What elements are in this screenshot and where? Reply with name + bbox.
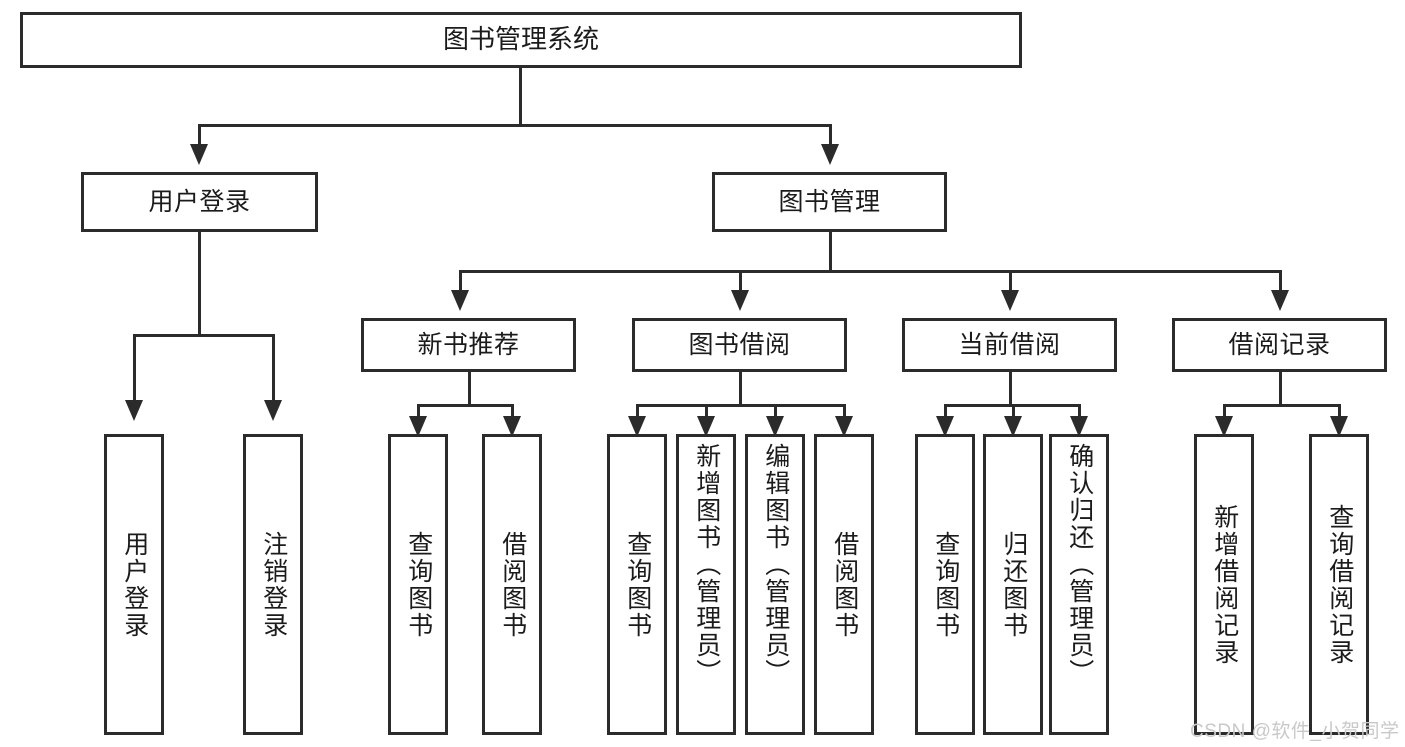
leaf-book-borrow-borrow[interactable]: 借阅图书: [814, 434, 874, 735]
node-borrow-record[interactable]: 借阅记录: [1172, 318, 1387, 372]
node-current-borrow[interactable]: 当前借阅: [902, 318, 1117, 372]
node-root-book-management-system[interactable]: 图书管理系统: [20, 12, 1022, 68]
leaf-new-book-query[interactable]: 查询图书: [388, 434, 448, 735]
leaf-new-book-borrow[interactable]: 借阅图书: [482, 434, 542, 735]
node-label: 图书管理系统: [442, 24, 599, 55]
edge-root-to-user-login: [198, 124, 201, 146]
arrow-book-mgmt-to-current-borrow: [1001, 290, 1019, 311]
node-label: 当前借阅: [958, 331, 1061, 359]
leaf-label: 查询图书: [931, 530, 960, 639]
edge-book-mgmt-to-borrow-record: [1279, 270, 1282, 292]
arrow-root-to-book-mgmt: [821, 144, 839, 165]
edge-new-book-to-leaf-2: [511, 404, 514, 424]
arrow-borrow-record-to-leaf-1: [1215, 416, 1233, 437]
arrow-current-borrow-to-leaf-2: [1004, 416, 1022, 437]
edge-book-mgmt-stem: [829, 232, 832, 272]
arrow-user-login-to-leaf-2: [264, 400, 282, 421]
leaf-book-borrow-edit-admin[interactable]: 编辑图书（管理员）: [745, 434, 805, 735]
node-label: 借阅记录: [1228, 331, 1331, 359]
leaf-book-borrow-query[interactable]: 查询图书: [607, 434, 667, 735]
edge-book-borrow-to-leaf-3: [774, 404, 777, 424]
edge-user-login-to-leaf-2: [272, 334, 275, 402]
leaf-label: 归还图书: [999, 530, 1028, 639]
leaf-label: 编辑图书（管理员）: [761, 443, 790, 686]
edge-current-borrow-to-leaf-3: [1078, 404, 1081, 424]
edge-book-borrow-to-leaf-2: [705, 404, 708, 424]
arrow-book-borrow-to-leaf-3: [766, 416, 784, 437]
edge-borrow-record-to-leaf-2: [1338, 404, 1341, 424]
arrow-new-book-to-leaf-2: [503, 416, 521, 437]
edge-user-login-bus: [133, 334, 272, 337]
leaf-label: 确认归还（管理员）: [1065, 443, 1094, 686]
leaf-user-login-login[interactable]: 用户登录: [104, 434, 164, 735]
arrow-user-login-to-leaf-1: [125, 400, 143, 421]
edge-book-mgmt-bus: [459, 270, 1282, 273]
edge-root-to-book-mgmt: [829, 124, 832, 146]
edge-new-book-stem: [468, 372, 471, 406]
edge-book-mgmt-to-current-borrow: [1009, 270, 1012, 292]
edge-book-borrow-to-leaf-4: [843, 404, 846, 424]
leaf-label: 查询图书: [404, 530, 433, 639]
edge-current-borrow-stem: [1009, 372, 1012, 406]
leaf-label: 查询借阅记录: [1325, 503, 1354, 666]
node-label: 用户登录: [148, 188, 251, 216]
arrow-root-to-user-login: [190, 144, 208, 165]
arrow-book-mgmt-to-new-book: [451, 290, 469, 311]
leaf-current-borrow-query[interactable]: 查询图书: [915, 434, 975, 735]
leaf-label: 新增借阅记录: [1210, 503, 1239, 666]
node-new-book-recommend[interactable]: 新书推荐: [361, 318, 576, 372]
arrow-book-mgmt-to-borrow-record: [1271, 290, 1289, 311]
arrow-new-book-to-leaf-1: [409, 416, 427, 437]
leaf-borrow-record-add[interactable]: 新增借阅记录: [1194, 434, 1254, 735]
edge-root-stem: [519, 68, 522, 126]
edge-current-borrow-to-leaf-1: [944, 404, 947, 424]
edge-book-mgmt-to-new-book: [459, 270, 462, 292]
edge-book-borrow-to-leaf-1: [636, 404, 639, 424]
leaf-current-borrow-confirm-admin[interactable]: 确认归还（管理员）: [1049, 434, 1109, 735]
leaf-label: 借阅图书: [830, 530, 859, 639]
node-user-login[interactable]: 用户登录: [81, 172, 318, 232]
edge-user-login-stem: [198, 232, 201, 336]
leaf-book-borrow-add-admin[interactable]: 新增图书（管理员）: [676, 434, 736, 735]
leaf-label: 新增图书（管理员）: [692, 443, 721, 686]
edge-root-bus: [198, 124, 832, 127]
edge-new-book-bus: [417, 404, 514, 407]
leaf-label: 借阅图书: [498, 530, 527, 639]
watermark: CSDN @软件_小贺同学: [1190, 721, 1400, 742]
arrow-book-borrow-to-leaf-2: [697, 416, 715, 437]
edge-current-borrow-to-leaf-2: [1012, 404, 1015, 424]
node-book-borrow[interactable]: 图书借阅: [632, 318, 847, 372]
arrow-book-borrow-to-leaf-1: [628, 416, 646, 437]
node-label: 图书借阅: [688, 331, 791, 359]
edge-book-borrow-stem: [739, 372, 742, 406]
edge-borrow-record-to-leaf-1: [1223, 404, 1226, 424]
edge-user-login-to-leaf-1: [133, 334, 136, 402]
node-label: 图书管理: [778, 188, 881, 216]
leaf-current-borrow-return[interactable]: 归还图书: [983, 434, 1043, 735]
node-label: 新书推荐: [417, 331, 520, 359]
edge-borrow-record-stem: [1279, 372, 1282, 406]
edge-book-borrow-bus: [636, 404, 844, 407]
leaf-label: 用户登录: [120, 530, 149, 639]
arrow-current-borrow-to-leaf-1: [936, 416, 954, 437]
arrow-book-mgmt-to-book-borrow: [731, 290, 749, 311]
leaf-user-login-logout[interactable]: 注销登录: [243, 434, 303, 735]
leaf-borrow-record-query[interactable]: 查询借阅记录: [1309, 434, 1369, 735]
arrow-current-borrow-to-leaf-3: [1070, 416, 1088, 437]
edge-current-borrow-bus: [944, 404, 1079, 407]
leaf-label: 注销登录: [259, 530, 288, 639]
arrow-borrow-record-to-leaf-2: [1330, 416, 1348, 437]
edge-new-book-to-leaf-1: [417, 404, 420, 424]
arrow-book-borrow-to-leaf-4: [835, 416, 853, 437]
edge-borrow-record-bus: [1223, 404, 1341, 407]
node-book-management[interactable]: 图书管理: [712, 172, 947, 232]
leaf-label: 查询图书: [623, 530, 652, 639]
edge-book-mgmt-to-book-borrow: [739, 270, 742, 292]
